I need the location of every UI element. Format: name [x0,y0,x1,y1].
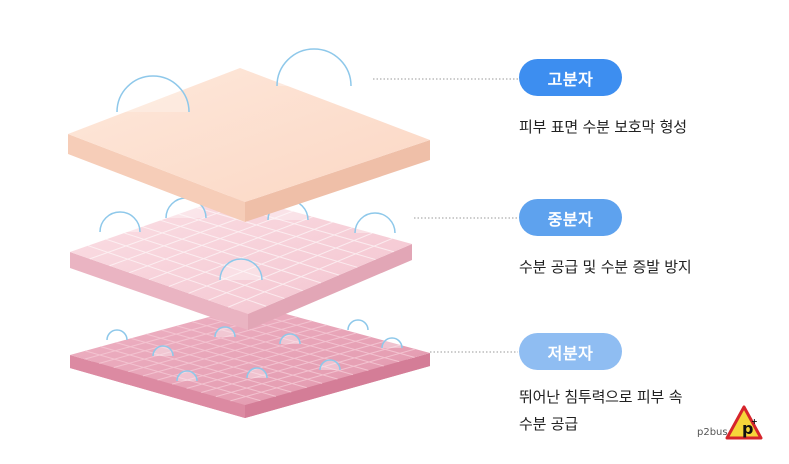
high-molecular-plate [68,68,430,222]
watermark: p2bus p + [697,403,767,445]
layer-description-medium: 수분 공급 및 수분 증발 방지 [519,254,692,281]
watermark-logo-icon: p + [725,405,763,440]
grid-line [106,238,285,299]
bubble [219,258,263,281]
bubble [99,211,141,233]
grid-line [228,238,393,308]
bubble [116,75,190,113]
low-molecular-plate [70,305,430,418]
bubble [381,337,403,349]
grid-line [142,226,322,284]
layer-badge-high: 고분자 [519,59,622,96]
description-line: 뛰어난 침투력으로 피부 속 [519,388,683,406]
layer-label-low: 저분자 뛰어난 침투력으로 피부 속 수분 공급 [519,333,683,438]
medium-molecular-plate [70,195,412,330]
bubble [319,359,341,371]
layer-badge-low: 저분자 [519,333,622,370]
grid-line [196,207,376,261]
layer-description-low: 뛰어난 침투력으로 피부 속 수분 공급 [519,384,683,438]
svg-text:p: p [742,419,753,438]
grid-line [188,227,353,294]
grid-line [168,221,333,287]
bubble [152,345,174,357]
description-line: 수분 공급 [519,415,578,433]
grid-line [160,219,340,276]
watermark-text: p2bus [697,427,728,438]
bubble [246,367,268,379]
low-molecular-bubbles [106,319,403,382]
bubble [214,326,236,338]
description-line: 피부 표면 수분 보호막 형성 [519,118,687,136]
grid-line [148,216,313,281]
high-molecular-bubbles [116,48,352,113]
grid-line [230,348,416,402]
bubble [279,333,301,345]
bubble [354,212,396,234]
description-line: 수분 공급 및 수분 증발 방지 [519,258,692,276]
layer-label-high: 고분자 피부 표면 수분 보호막 형성 [519,59,687,141]
grid-line [178,213,358,268]
layer-description-high: 피부 표면 수분 보호막 형성 [519,114,687,141]
grid-line [215,344,401,398]
bubble [106,329,128,341]
grid-line [124,232,303,292]
svg-text:+: + [751,417,758,426]
bubble [347,319,369,331]
layer-badge-medium: 중분자 [519,199,622,236]
layer-label-medium: 중분자 수분 공급 및 수분 증발 방지 [519,199,692,281]
bubble [276,48,352,87]
grid-line [208,232,373,301]
bubble [176,370,198,382]
grid-line [87,245,267,307]
grid-line [129,210,293,274]
